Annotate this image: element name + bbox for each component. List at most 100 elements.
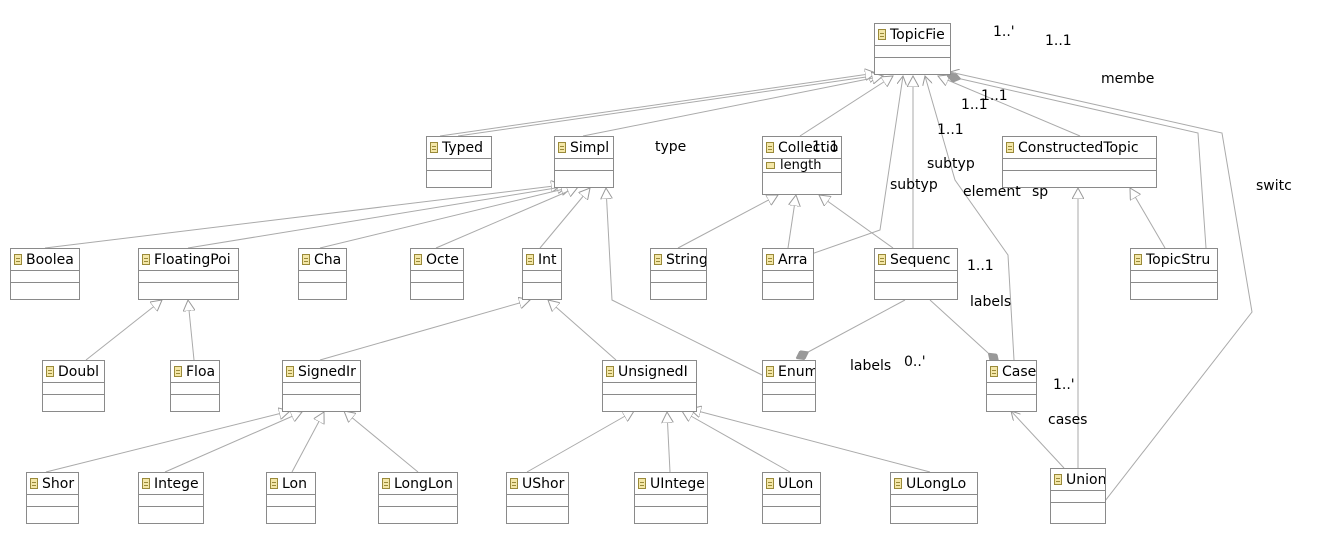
class-icon xyxy=(878,254,886,265)
class-icon xyxy=(606,366,614,377)
class-name: Cha xyxy=(314,251,342,268)
class-constructed[interactable]: ConstructedTopic xyxy=(1002,136,1157,188)
gen-ulong-unsignedint xyxy=(682,411,791,473)
class-icon xyxy=(878,29,886,40)
multiplicity-label: 1..1 xyxy=(812,139,839,155)
class-longlong[interactable]: LongLon xyxy=(378,472,458,524)
class-name: Arra xyxy=(778,251,808,268)
class-topicfield[interactable]: TopicFie xyxy=(874,23,951,75)
class-name: ConstructedTopic xyxy=(1018,139,1139,156)
gen-float-floatingpoint xyxy=(188,300,194,361)
class-signedint[interactable]: SignedIr xyxy=(282,360,361,412)
class-ushort[interactable]: UShor xyxy=(506,472,569,524)
class-icon xyxy=(270,478,278,489)
class-icon xyxy=(766,478,774,489)
class-name: Sequenc xyxy=(890,251,951,268)
class-name: Simpl xyxy=(570,139,610,156)
gen-int-simple xyxy=(539,188,590,249)
gen-enum-simple xyxy=(606,188,763,376)
gen-boolean-simple xyxy=(44,185,562,249)
class-float[interactable]: Floa xyxy=(170,360,220,412)
class-icon xyxy=(526,254,534,265)
class-short[interactable]: Shor xyxy=(26,472,79,524)
class-name: Lon xyxy=(282,475,307,492)
gen-char-simple xyxy=(319,187,572,249)
gen-typed-topicfield xyxy=(457,75,880,137)
class-icon xyxy=(558,142,566,153)
class-name: Int xyxy=(538,251,557,268)
class-icon xyxy=(414,254,422,265)
class-icon xyxy=(766,366,774,377)
class-string[interactable]: String xyxy=(650,248,707,300)
class-name: UIntege xyxy=(650,475,705,492)
class-icon xyxy=(46,366,54,377)
class-name: SignedIr xyxy=(298,363,356,380)
gen-ushort-unsignedint xyxy=(526,411,634,473)
gen-uinteger-unsignedint xyxy=(667,412,670,473)
class-icon xyxy=(382,478,390,489)
class-icon xyxy=(766,254,774,265)
assoc-case-topicfield xyxy=(925,76,1015,361)
assoc-topicstruct-topicfield xyxy=(948,76,1207,249)
class-icon xyxy=(1054,474,1062,485)
class-int[interactable]: Int xyxy=(522,248,562,300)
class-icon xyxy=(14,254,22,265)
gen-unsignedint-int xyxy=(548,300,617,361)
class-icon xyxy=(766,142,774,153)
gen-sequence-collection xyxy=(819,195,894,249)
multiplicity-label: 1..' xyxy=(1053,377,1075,393)
class-sequence[interactable]: Sequenc xyxy=(874,248,958,300)
class-name: Case xyxy=(1002,363,1036,380)
class-name: ULongLo xyxy=(906,475,967,492)
gen-floatingpoint-simple xyxy=(187,186,568,249)
role-label-labels: labels xyxy=(970,294,1012,310)
class-simple[interactable]: Simpl xyxy=(554,136,614,188)
class-name: UnsignedI xyxy=(618,363,688,380)
gen-constructed-topicfield xyxy=(938,76,1081,137)
class-name: String xyxy=(666,251,706,268)
gen-string-collection xyxy=(677,195,778,249)
gen-octet-simple xyxy=(435,187,578,249)
multiplicity-label: 1..1 xyxy=(961,97,988,113)
class-name: UShor xyxy=(522,475,565,492)
gen-simple-topicfield xyxy=(582,76,883,137)
class-long[interactable]: Lon xyxy=(266,472,316,524)
role-label-switch: switc xyxy=(1256,178,1292,194)
class-enum[interactable]: Enum xyxy=(762,360,816,412)
class-uinteger[interactable]: UIntege xyxy=(634,472,708,524)
class-icon xyxy=(638,478,646,489)
role-label-subtype: subtyp xyxy=(927,156,975,172)
class-union[interactable]: Union xyxy=(1050,468,1106,524)
role-label-cases: cases xyxy=(1048,412,1088,428)
assoc-sequence-enum xyxy=(797,299,906,358)
class-icon xyxy=(430,142,438,153)
class-name: Union xyxy=(1066,471,1105,488)
class-floatingpoint[interactable]: FloatingPoi xyxy=(138,248,239,300)
multiplicity-label: 0..' xyxy=(904,354,926,370)
gen-short-signedint xyxy=(45,411,290,473)
class-topicstruct[interactable]: TopicStru xyxy=(1130,248,1218,300)
class-case[interactable]: Case xyxy=(986,360,1037,412)
class-boolean[interactable]: Boolea xyxy=(10,248,80,300)
multiplicity-label: 1..1 xyxy=(937,122,964,138)
class-ulong[interactable]: ULon xyxy=(762,472,821,524)
class-collection[interactable]: Collectio length xyxy=(762,136,842,195)
attribute-icon xyxy=(766,162,775,169)
class-double[interactable]: Doubl xyxy=(42,360,105,412)
class-unsignedint[interactable]: UnsignedI xyxy=(602,360,697,412)
class-ulonglong[interactable]: ULongLo xyxy=(890,472,978,524)
gen-integer-signedint xyxy=(164,412,302,473)
class-char[interactable]: Cha xyxy=(298,248,347,300)
class-name: Enum xyxy=(778,363,815,380)
role-label-sp: sp xyxy=(1032,184,1049,200)
class-array[interactable]: Arra xyxy=(762,248,814,300)
class-name: Octe xyxy=(426,251,459,268)
class-integer[interactable]: Intege xyxy=(138,472,204,524)
class-icon xyxy=(894,478,902,489)
class-octet[interactable]: Octe xyxy=(410,248,464,300)
class-typed[interactable]: Typed xyxy=(426,136,492,188)
gen-longlong-signedint xyxy=(344,411,419,473)
gen-collection-topicfield xyxy=(799,76,893,137)
assoc-union-topicfield xyxy=(950,72,1253,511)
